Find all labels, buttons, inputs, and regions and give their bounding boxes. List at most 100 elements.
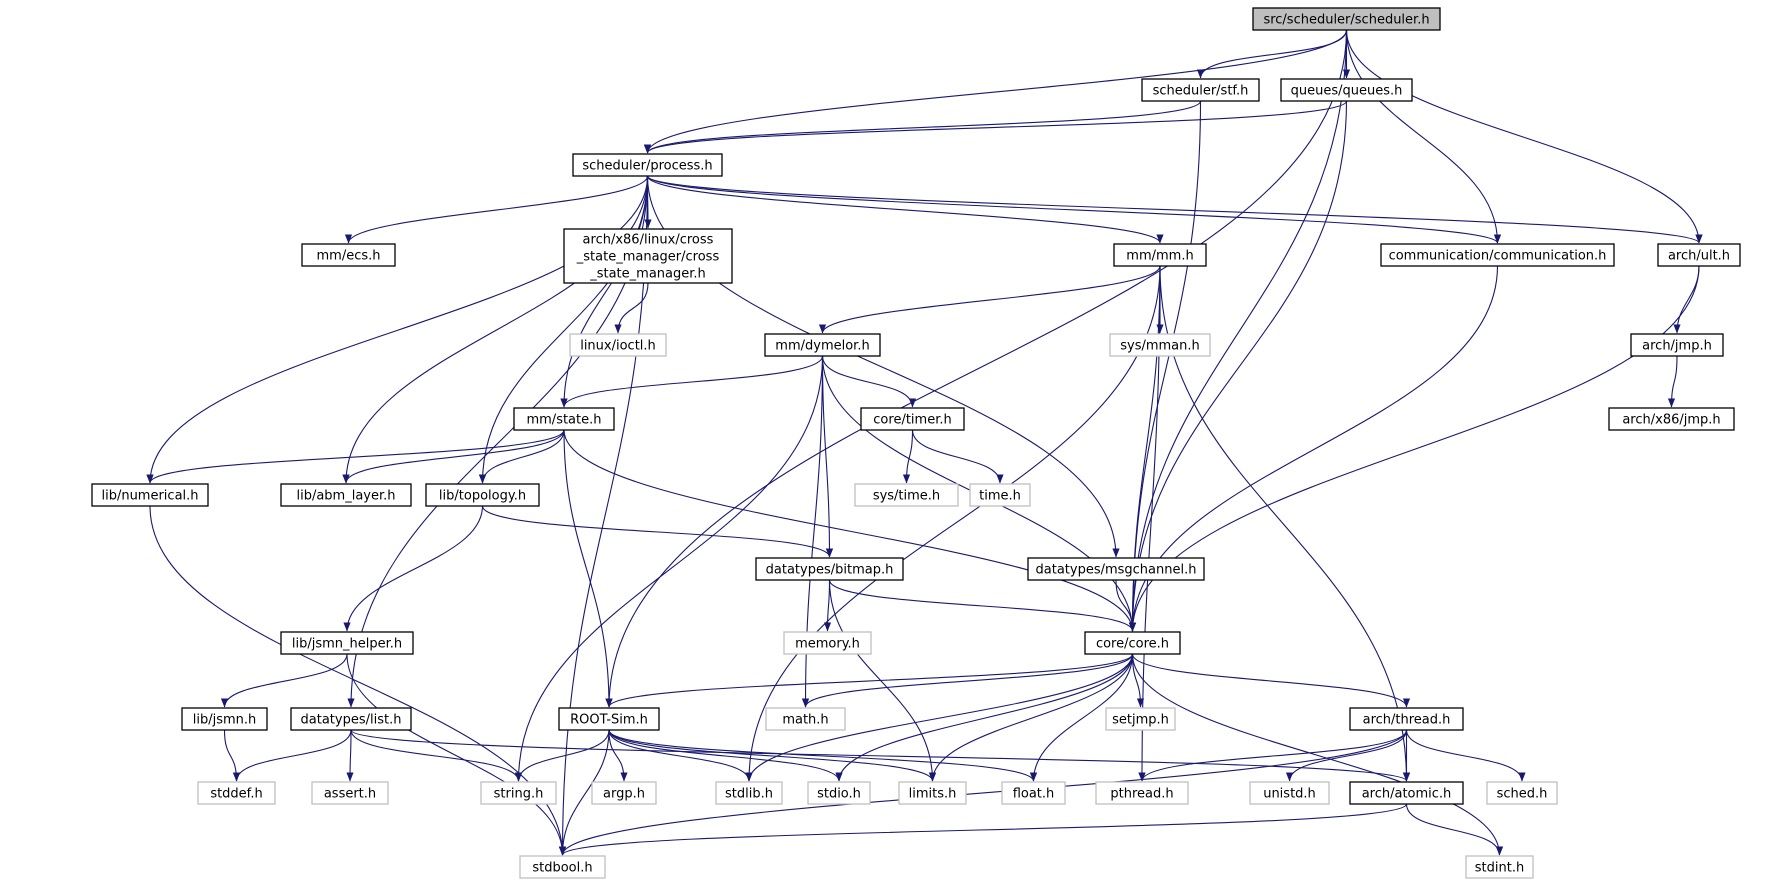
node-x86jmp-box xyxy=(1608,407,1735,431)
edge-core-to-thread xyxy=(1131,653,1411,708)
node-string-box xyxy=(480,781,557,805)
node-abm-label: lib/abm_layer.h xyxy=(296,489,395,504)
node-sched-box xyxy=(1486,781,1558,805)
node-stdint-box xyxy=(1465,855,1534,879)
edge-process-to-ult xyxy=(646,175,1703,244)
node-jmp[interactable]: arch/jmp.h xyxy=(1630,333,1724,357)
node-msgchannel-label: datatypes/msgchannel.h xyxy=(1036,563,1197,578)
node-rootsim-box xyxy=(558,707,660,731)
node-stdint: stdint.h xyxy=(1465,855,1534,879)
node-jsmnhelper[interactable]: lib/jsmn_helper.h xyxy=(280,631,414,655)
node-csm-label-0: arch/x86/linux/cross xyxy=(583,233,714,248)
node-mm-label: mm/mm.h xyxy=(1126,249,1193,264)
node-comm-box xyxy=(1380,243,1615,267)
edge-rootsim-to-limits xyxy=(608,729,937,782)
edge-process-to-abm xyxy=(342,175,649,484)
edge-rootsim-to-stdbool xyxy=(558,729,610,856)
edge-root-to-process xyxy=(644,29,1348,154)
node-string: string.h xyxy=(480,781,557,805)
edge-msgchannel-to-core xyxy=(1115,579,1137,632)
edge-thread-to-stdbool xyxy=(559,729,1408,856)
edge-thread-to-pthread xyxy=(1138,729,1408,782)
node-timer[interactable]: core/timer.h xyxy=(860,407,965,431)
edge-core-to-math xyxy=(801,653,1134,708)
node-atomic-label: arch/atomic.h xyxy=(1362,787,1452,802)
node-root-label: src/scheduler/scheduler.h xyxy=(1263,13,1429,28)
edge-core-to-rootsim xyxy=(605,653,1134,708)
node-stdbool: stdbool.h xyxy=(519,855,606,879)
node-bitmap[interactable]: datatypes/bitmap.h xyxy=(755,557,904,581)
edge-queues-to-core xyxy=(1128,100,1348,632)
node-unistd-label: unistd.h xyxy=(1263,787,1316,802)
node-x86jmp[interactable]: arch/x86/jmp.h xyxy=(1608,407,1735,431)
node-comm[interactable]: communication/communication.h xyxy=(1380,243,1615,267)
node-rootsim[interactable]: ROOT-Sim.h xyxy=(558,707,660,731)
node-ecs[interactable]: mm/ecs.h xyxy=(301,243,396,267)
node-list[interactable]: datatypes/list.h xyxy=(290,707,412,731)
node-ecs-label: mm/ecs.h xyxy=(317,249,381,264)
edge-core-to-stdio xyxy=(835,653,1134,782)
edge-state-to-topology xyxy=(478,429,565,484)
node-numerical[interactable]: lib/numerical.h xyxy=(91,483,209,507)
node-comm-label: communication/communication.h xyxy=(1389,249,1607,264)
edge-core-to-limits xyxy=(928,653,1134,782)
node-numerical-label: lib/numerical.h xyxy=(101,489,198,504)
edge-process-to-stdbool xyxy=(558,175,649,856)
node-process[interactable]: scheduler/process.h xyxy=(572,153,723,177)
node-root[interactable]: src/scheduler/scheduler.h xyxy=(1252,7,1441,31)
node-topology[interactable]: lib/topology.h xyxy=(425,483,540,507)
node-mm[interactable]: mm/mm.h xyxy=(1113,243,1207,267)
node-jmp-label: arch/jmp.h xyxy=(1642,339,1712,354)
node-numerical-box xyxy=(91,483,209,507)
edge-timer-to-systime xyxy=(902,429,914,484)
node-abm[interactable]: lib/abm_layer.h xyxy=(280,483,412,507)
node-queues[interactable]: queues/queues.h xyxy=(1280,78,1413,102)
node-timer-label: core/timer.h xyxy=(873,413,951,428)
edge-jmp-to-x86jmp xyxy=(1667,355,1678,408)
node-jsmn[interactable]: lib/jsmn.h xyxy=(181,707,268,731)
node-ioctl: linux/ioctl.h xyxy=(569,333,667,357)
node-jsmnhelper-label: lib/jsmn_helper.h xyxy=(292,637,402,652)
node-dymelor[interactable]: mm/dymelor.h xyxy=(764,333,881,357)
node-jsmn-label: lib/jsmn.h xyxy=(193,713,257,728)
node-jmp-box xyxy=(1630,333,1724,357)
node-stdlib: stdlib.h xyxy=(715,781,783,805)
node-core[interactable]: core/core.h xyxy=(1084,631,1181,655)
edge-state-to-rootsim xyxy=(563,429,613,708)
edge-process-to-state xyxy=(560,175,649,408)
edge-rootsim-to-string xyxy=(514,729,610,782)
edge-root-to-core xyxy=(1128,29,1348,632)
node-ult[interactable]: arch/ult.h xyxy=(1657,243,1741,267)
edge-timer-to-time xyxy=(911,429,1004,484)
node-sched: sched.h xyxy=(1486,781,1558,805)
edge-atomic-to-stdbool xyxy=(559,803,1408,856)
node-bitmap-box xyxy=(755,557,904,581)
node-mman: sys/mman.h xyxy=(1109,333,1211,357)
node-argp: argp.h xyxy=(591,781,657,805)
node-atomic[interactable]: arch/atomic.h xyxy=(1349,781,1464,805)
node-memory-label: memory.h xyxy=(795,637,860,652)
edge-root-to-stf xyxy=(1196,29,1348,79)
node-rootsim-label: ROOT-Sim.h xyxy=(570,713,648,728)
edge-root-to-comm xyxy=(1345,29,1502,244)
node-msgchannel-box xyxy=(1027,557,1205,581)
node-stddef-label: stddef.h xyxy=(210,787,262,802)
node-root-box xyxy=(1252,7,1441,31)
node-stdio: stdio.h xyxy=(807,781,871,805)
node-thread[interactable]: arch/thread.h xyxy=(1349,707,1464,731)
edge-ult-to-core xyxy=(1128,265,1700,632)
node-queues-box xyxy=(1280,78,1413,102)
edge-list-to-assert xyxy=(346,729,354,782)
node-stf[interactable]: scheduler/stf.h xyxy=(1141,78,1260,102)
node-thread-label: arch/thread.h xyxy=(1363,713,1451,728)
node-argp-box xyxy=(591,781,657,805)
node-state[interactable]: mm/state.h xyxy=(513,407,615,431)
node-ult-label: arch/ult.h xyxy=(1668,249,1730,264)
edge-list-to-atomic xyxy=(350,729,1410,782)
edge-process-to-ecs xyxy=(344,175,649,244)
node-msgchannel[interactable]: datatypes/msgchannel.h xyxy=(1027,557,1205,581)
edge-csm-to-ioctl xyxy=(614,282,649,334)
node-process-label: scheduler/process.h xyxy=(582,159,712,174)
node-csm[interactable]: arch/x86/linux/cross_state_manager/cross… xyxy=(563,228,733,284)
